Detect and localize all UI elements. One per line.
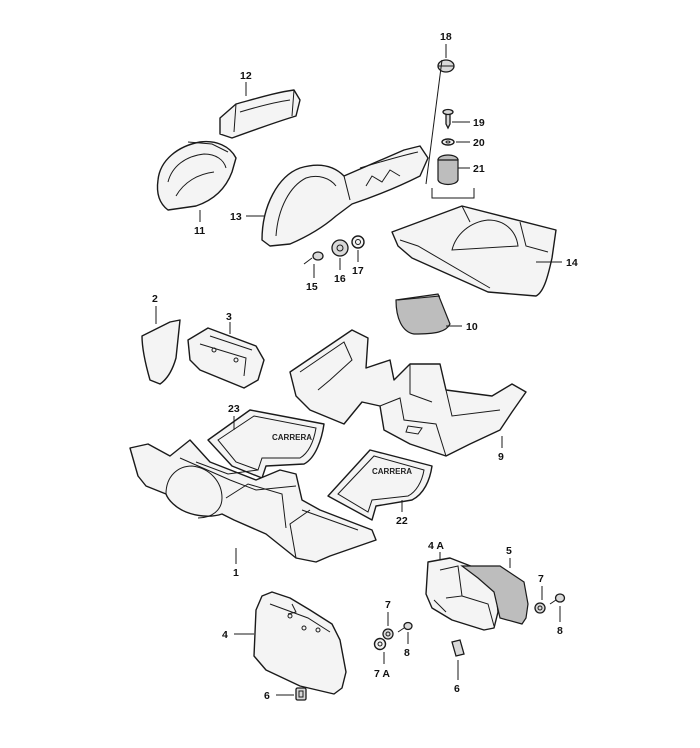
- part-22-mat-emblem: CARRERA: [372, 467, 412, 476]
- part-7a-washer: [373, 637, 387, 651]
- callout-19: 19: [473, 117, 485, 129]
- callout-labels: 18 12 19 20 21 11 13 14 15 16 17 10 2 3 …: [152, 31, 578, 702]
- part-9-rear-carpet: [289, 329, 527, 457]
- part-4-side-panel: [253, 591, 347, 695]
- part-6-clip-left: [295, 687, 307, 701]
- part-23-mat-emblem: CARRERA: [272, 433, 312, 442]
- part-2-panel: [141, 319, 181, 385]
- callout-9: 9: [498, 451, 504, 463]
- part-14-luggage-floor: [391, 205, 557, 297]
- callout-8-mid: 8: [404, 647, 410, 659]
- callout-13: 13: [230, 211, 242, 223]
- part-17-nut: [351, 235, 365, 249]
- callout-7-right: 7: [538, 573, 544, 585]
- part-12-trim-strip: [219, 89, 301, 139]
- part-13-wheel-liner-rear: [261, 145, 429, 247]
- callout-15: 15: [306, 281, 318, 293]
- callout-3: 3: [226, 311, 232, 323]
- callout-1: 1: [233, 567, 239, 579]
- part-8-screw-right: [549, 593, 566, 605]
- callout-16: 16: [334, 273, 346, 285]
- callout-4: 4: [222, 629, 228, 641]
- part-21-grommet: [437, 154, 459, 186]
- callout-6-left: 6: [264, 690, 270, 702]
- part-23-floor-mat-left: CARRERA: [207, 409, 325, 479]
- part-6-clip-right: [451, 639, 465, 657]
- callout-11: 11: [194, 225, 205, 237]
- callout-6-right: 6: [454, 683, 460, 695]
- part-19-screw: [442, 108, 454, 130]
- part-10-carpet-pad: [395, 293, 451, 335]
- callout-14: 14: [566, 257, 578, 269]
- callout-4a: 4 A: [428, 540, 444, 552]
- part-11-wheel-liner-left: [156, 140, 237, 211]
- part-20-washer: [441, 138, 455, 146]
- part-16-nut: [331, 239, 349, 257]
- callout-7-mid: 7: [385, 599, 391, 611]
- callout-22: 22: [396, 515, 408, 527]
- callout-8-right: 8: [557, 625, 563, 637]
- callout-2: 2: [152, 293, 158, 305]
- part-1-front-carpet: [129, 439, 377, 563]
- part-3-storage-tray: [187, 327, 265, 389]
- part-7-nut-mid: [382, 628, 394, 640]
- callout-5: 5: [506, 545, 512, 557]
- callout-18: 18: [440, 31, 452, 43]
- callout-21: 21: [473, 163, 485, 175]
- callout-10: 10: [466, 321, 478, 333]
- part-7-nut-right: [534, 602, 546, 614]
- part-8-screw-mid: [397, 621, 413, 633]
- callout-12: 12: [240, 70, 252, 82]
- callout-20: 20: [473, 137, 485, 149]
- leader-lines: [155, 44, 562, 696]
- part-15-screw: [303, 251, 324, 265]
- callout-17: 17: [352, 265, 364, 277]
- part-5-insulation-pad: [460, 565, 529, 625]
- callout-23: 23: [228, 403, 240, 415]
- callout-7a: 7 A: [374, 668, 390, 680]
- part-22-floor-mat-right: CARRERA: [327, 449, 433, 521]
